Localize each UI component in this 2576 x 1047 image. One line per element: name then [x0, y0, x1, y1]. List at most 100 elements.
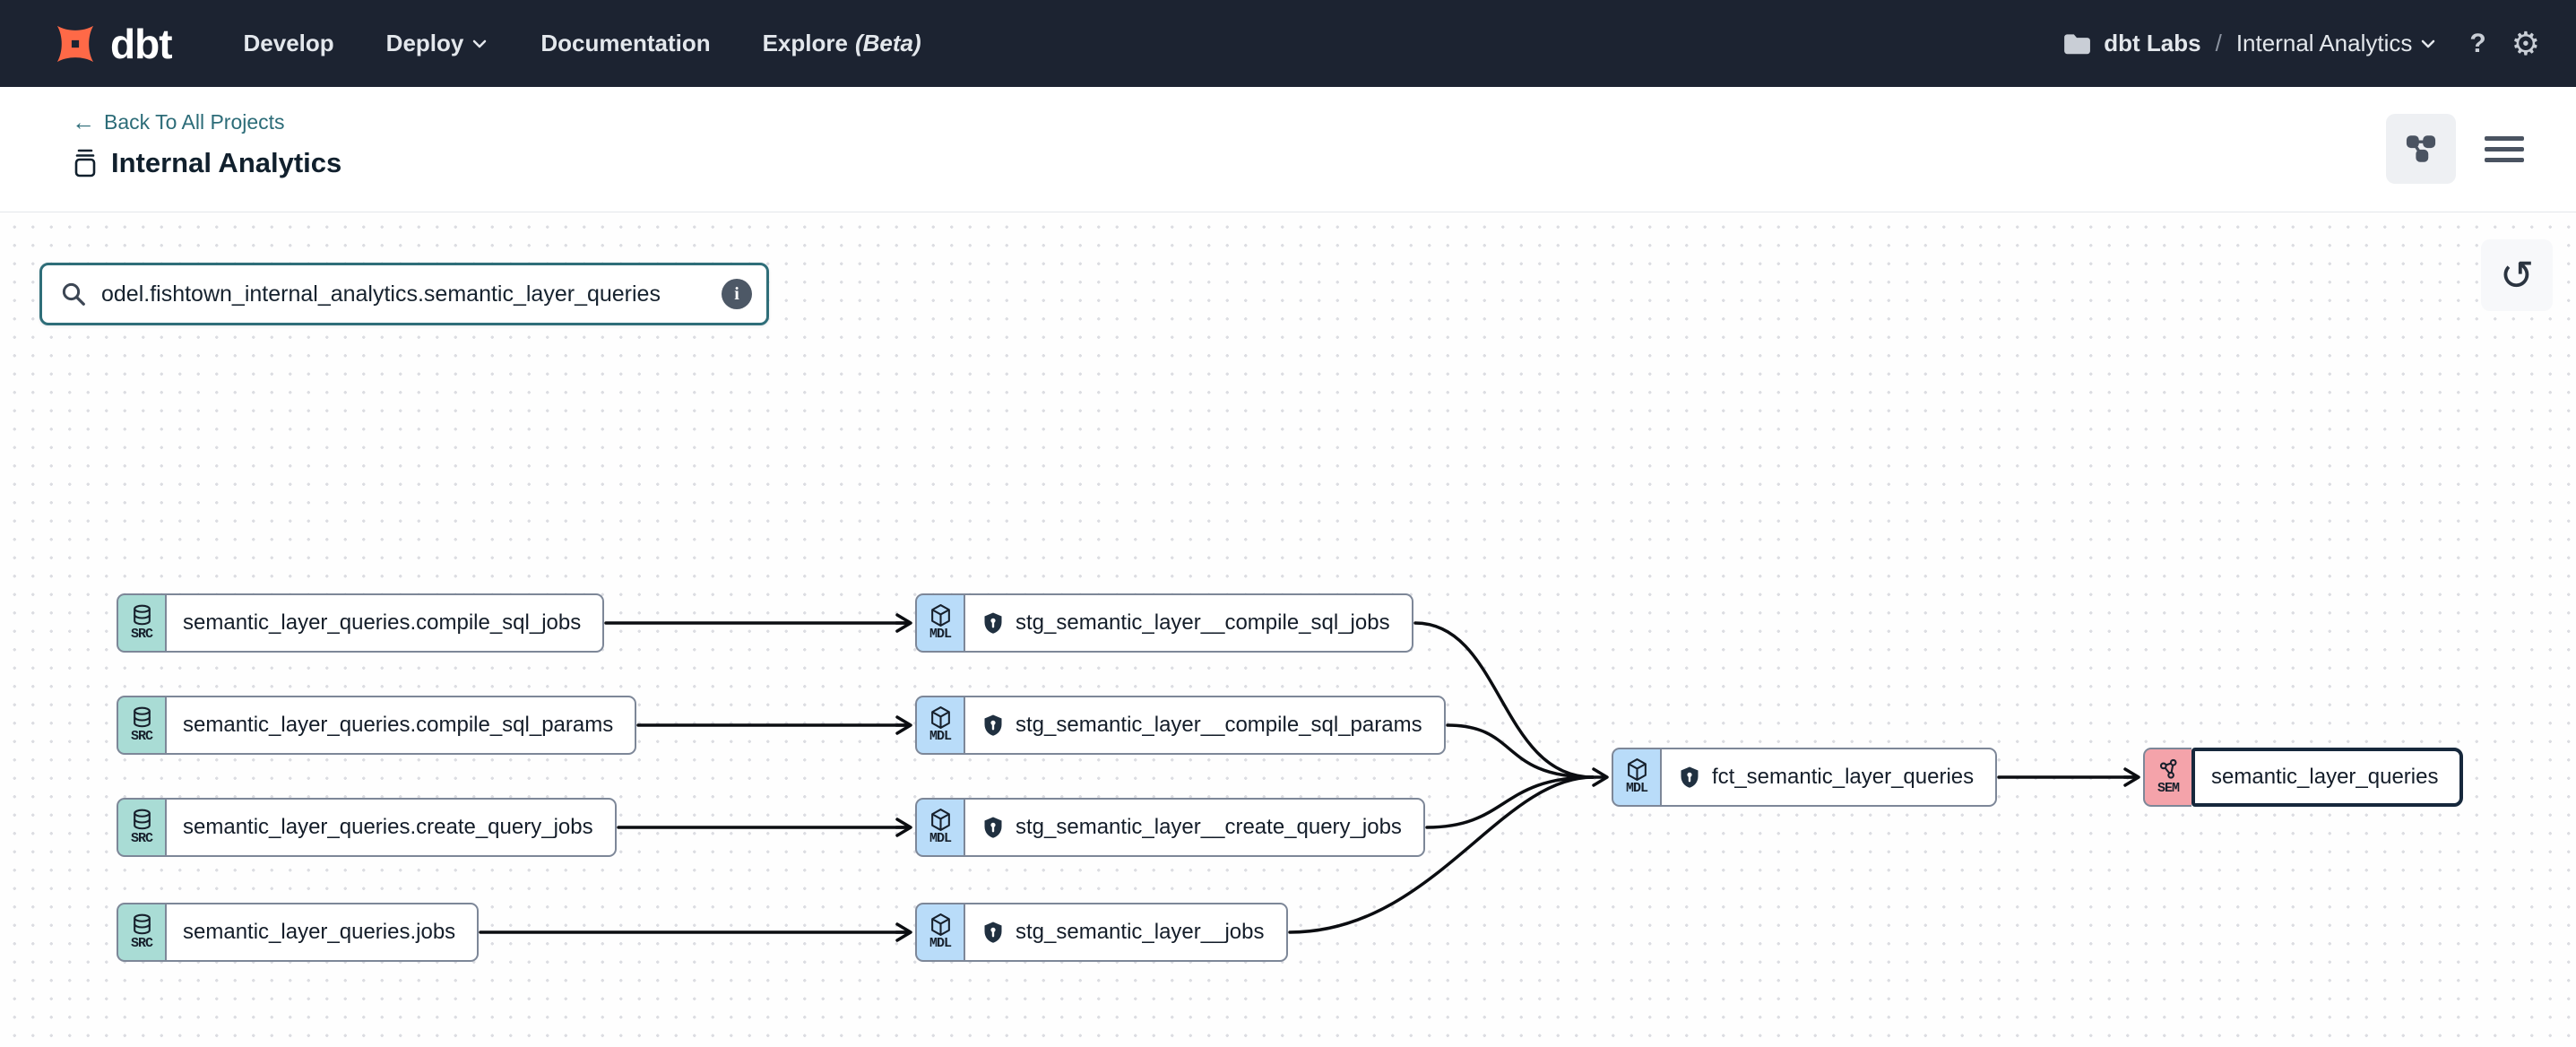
node-body: stg_semantic_layer__compile_sql_params: [964, 696, 1446, 755]
database-icon: [130, 603, 154, 627]
lineage-canvas[interactable]: odel.fishtown_internal_analytics.semanti…: [0, 212, 2576, 1047]
graph-node-sem[interactable]: SEM semantic_layer_queries: [2143, 748, 2464, 807]
brand-text: dbt: [110, 20, 173, 67]
graph-node-stg4[interactable]: MDL stg_semantic_layer__jobs: [915, 903, 1288, 962]
node-body: semantic_layer_queries.create_query_jobs: [165, 798, 617, 857]
cube-icon: [929, 705, 953, 730]
breadcrumb-separator: /: [2215, 30, 2222, 56]
nav-item-deploy[interactable]: Deploy: [386, 30, 489, 57]
node-label: stg_semantic_layer__compile_sql_jobs: [1016, 610, 1390, 635]
node-body: semantic_layer_queries.compile_sql_jobs: [165, 593, 605, 653]
mdl-badge: MDL: [915, 696, 964, 755]
node-body: semantic_layer_queries.jobs: [165, 903, 480, 962]
lineage-graph: SRC semantic_layer_queries.compile_sql_jo…: [0, 212, 2576, 1047]
sem-badge: SEM: [2143, 748, 2191, 807]
node-body: stg_semantic_layer__create_query_jobs: [964, 798, 1425, 857]
node-body: semantic_layer_queries.compile_sql_param…: [165, 696, 637, 755]
badge-label: SRC: [130, 936, 153, 952]
nav-account-area: dbt Labs / Internal Analytics ? ⚙: [2062, 24, 2540, 62]
lineage-view-button[interactable]: [2386, 114, 2456, 184]
cube-icon: [929, 603, 953, 627]
back-to-projects-link[interactable]: ← Back To All Projects: [72, 108, 285, 135]
cube-icon: [929, 808, 953, 832]
reset-view-button[interactable]: ↺: [2481, 239, 2553, 311]
shield-icon: [1678, 766, 1701, 789]
project-name: Internal Analytics: [2235, 30, 2413, 56]
search-input[interactable]: odel.fishtown_internal_analytics.semanti…: [39, 263, 769, 325]
chevron-down-icon: [2422, 39, 2435, 48]
graph-node-src1[interactable]: SRC semantic_layer_queries.compile_sql_jo…: [117, 593, 605, 653]
nav-item-develop[interactable]: Develop: [243, 30, 334, 56]
database-icon: [130, 808, 154, 832]
gear-icon[interactable]: ⚙: [2511, 24, 2540, 62]
mdl-badge: MDL: [915, 903, 964, 962]
semantic-icon: [2157, 757, 2181, 782]
graph-node-stg1[interactable]: MDL stg_semantic_layer__compile_sql_jobs: [915, 593, 1413, 653]
beta-tag: (Beta): [854, 30, 921, 56]
node-label: stg_semantic_layer__compile_sql_params: [1016, 713, 1422, 737]
node-label: semantic_layer_queries.compile_sql_jobs: [183, 610, 582, 635]
nav-menu: Develop Deploy Documentation Explore (Be…: [244, 30, 921, 57]
node-label: fct_semantic_layer_queries: [1712, 765, 1975, 789]
database-icon: [130, 913, 154, 937]
badge-label: SRC: [130, 627, 153, 643]
badge-label: MDL: [929, 936, 952, 952]
nav-item-documentation[interactable]: Documentation: [540, 30, 711, 56]
shield-icon: [981, 714, 1005, 737]
info-icon[interactable]: i: [722, 279, 752, 309]
reset-icon: ↺: [2499, 252, 2535, 299]
top-nav-bar: dbt Develop Deploy Documentation Explore…: [0, 0, 2576, 87]
cube-icon: [1625, 757, 1649, 782]
badge-label: MDL: [929, 627, 952, 643]
node-label: semantic_layer_queries.compile_sql_param…: [183, 713, 614, 737]
shield-icon: [981, 611, 1005, 635]
node-label: stg_semantic_layer__create_query_jobs: [1016, 815, 1402, 839]
badge-label: MDL: [929, 729, 952, 745]
node-label: semantic_layer_queries: [2211, 765, 2439, 789]
graph-node-stg3[interactable]: MDL stg_semantic_layer__create_query_jobs: [915, 798, 1425, 857]
src-badge: SRC: [117, 696, 165, 755]
node-label: stg_semantic_layer__jobs: [1016, 920, 1265, 944]
graph-node-stg2[interactable]: MDL stg_semantic_layer__compile_sql_param…: [915, 696, 1446, 755]
search-value: odel.fishtown_internal_analytics.semanti…: [101, 281, 661, 307]
shield-icon: [981, 816, 1005, 839]
badge-label: SRC: [130, 831, 153, 847]
src-badge: SRC: [117, 593, 165, 653]
nav-item-explore[interactable]: Explore (Beta): [762, 30, 921, 56]
node-label: semantic_layer_queries.jobs: [183, 920, 456, 944]
mdl-badge: MDL: [1612, 748, 1660, 807]
badge-label: SRC: [130, 729, 153, 745]
graph-node-fct[interactable]: MDL fct_semantic_layer_queries: [1612, 748, 1998, 807]
graph-node-src3[interactable]: SRC semantic_layer_queries.create_query_j…: [117, 798, 617, 857]
badge-label: SEM: [2157, 781, 2180, 797]
help-icon[interactable]: ?: [2469, 28, 2486, 58]
node-body: fct_semantic_layer_queries: [1660, 748, 1998, 807]
org-name[interactable]: dbt Labs: [2104, 30, 2201, 56]
node-body: stg_semantic_layer__compile_sql_jobs: [964, 593, 1413, 653]
back-arrow-icon: ←: [72, 108, 95, 135]
node-body: stg_semantic_layer__jobs: [964, 903, 1288, 962]
shield-icon: [981, 921, 1005, 944]
folder-icon: [2064, 33, 2091, 54]
project-switcher[interactable]: Internal Analytics: [2236, 30, 2438, 57]
node-label: semantic_layer_queries.create_query_jobs: [183, 815, 593, 839]
mdl-badge: MDL: [915, 798, 964, 857]
badge-label: MDL: [929, 831, 952, 847]
badge-label: MDL: [1625, 781, 1648, 797]
header-actions: [2386, 114, 2529, 184]
dbt-logo[interactable]: dbt: [49, 18, 173, 70]
menu-button[interactable]: [2479, 131, 2529, 168]
title-row: Internal Analytics: [72, 147, 2576, 179]
lineage-icon: [2406, 135, 2436, 162]
database-icon: [130, 705, 154, 730]
project-icon: [74, 149, 96, 177]
src-badge: SRC: [117, 798, 165, 857]
chevron-down-icon: [473, 39, 487, 48]
search-icon: [62, 282, 85, 306]
src-badge: SRC: [117, 903, 165, 962]
graph-node-src4[interactable]: SRC semantic_layer_queries.jobs: [117, 903, 480, 962]
cube-icon: [929, 913, 953, 937]
dbt-logo-icon: [56, 25, 94, 62]
graph-node-src2[interactable]: SRC semantic_layer_queries.compile_sql_pa…: [117, 696, 637, 755]
page-title: Internal Analytics: [111, 147, 342, 178]
